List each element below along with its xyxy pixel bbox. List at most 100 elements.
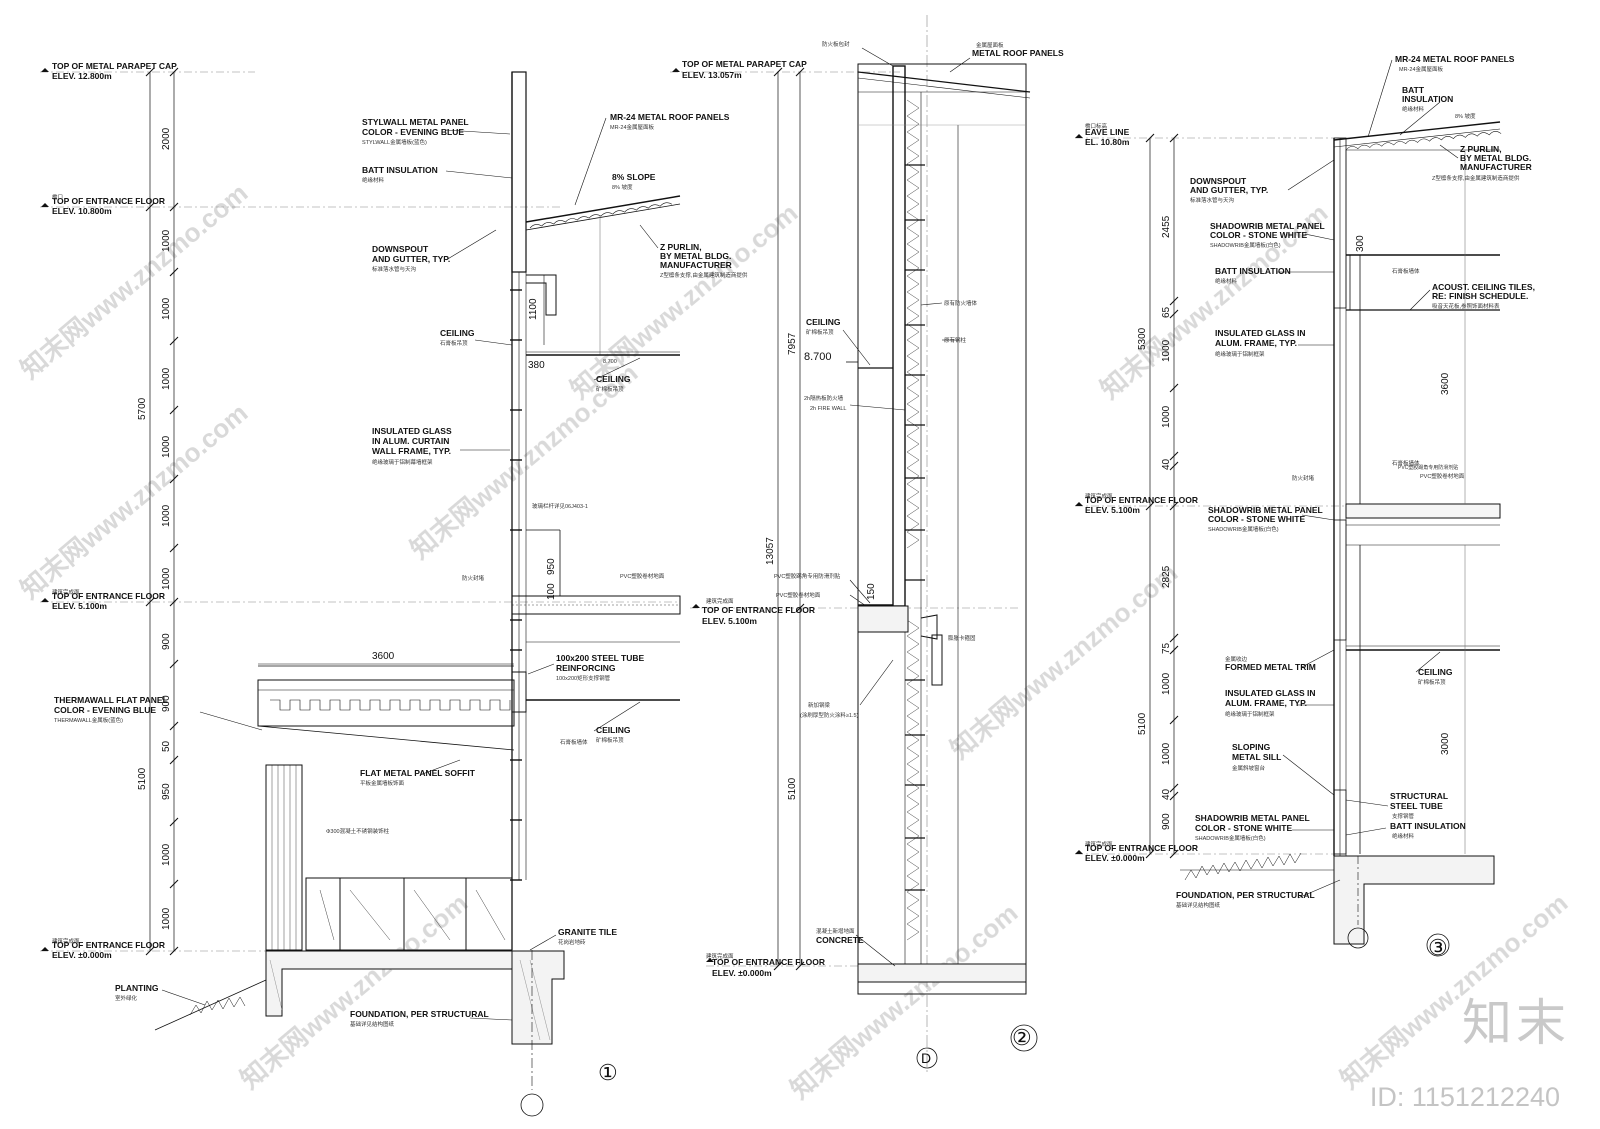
svg-text:绝缘材料: 绝缘材料 — [362, 176, 385, 184]
svg-text:矿棉板吊顶: 矿棉板吊顶 — [806, 328, 834, 336]
svg-text:STYLWALL METAL PANEL: STYLWALL METAL PANEL — [362, 117, 469, 127]
svg-text:②: ② — [1012, 1025, 1032, 1050]
svg-text:ELEV. ±0.000m: ELEV. ±0.000m — [712, 968, 772, 978]
svg-text:BY METAL BLDG.: BY METAL BLDG. — [660, 251, 731, 261]
svg-text:绝缘玻璃于铝制框架: 绝缘玻璃于铝制框架 — [1215, 350, 1265, 358]
svg-text:绝缘玻璃于铝制框架: 绝缘玻璃于铝制框架 — [1225, 710, 1275, 718]
image-id-watermark: ID: 1151212240 — [1369, 1082, 1560, 1112]
svg-text:MR-24金属屋面板: MR-24金属屋面板 — [610, 123, 655, 131]
svg-text:COLOR - STONE WHITE: COLOR - STONE WHITE — [1210, 230, 1307, 240]
svg-text:GRANITE TILE: GRANITE TILE — [558, 927, 617, 937]
svg-text:SLOPING: SLOPING — [1232, 742, 1271, 752]
svg-text:建筑完成面: 建筑完成面 — [1085, 840, 1113, 848]
svg-text:DOWNSPOUT: DOWNSPOUT — [372, 244, 429, 254]
svg-text:MR-24金属屋面板: MR-24金属屋面板 — [1399, 65, 1444, 73]
callouts-section-3: MR-24 METAL ROOF PANELS MR-24金属屋面板 BATT … — [1085, 54, 1535, 960]
svg-text:原有防火墙体: 原有防火墙体 — [944, 299, 978, 307]
svg-text:Z PURLIN,: Z PURLIN, — [1460, 144, 1502, 154]
svg-text:矿棉板吊顶: 矿棉板吊顶 — [1418, 678, 1446, 686]
svg-text:13057: 13057 — [765, 537, 776, 565]
svg-text:STEEL TUBE: STEEL TUBE — [1390, 801, 1443, 811]
svg-text:INSULATED GLASS IN: INSULATED GLASS IN — [1215, 328, 1306, 338]
svg-text:BATT INSULATION: BATT INSULATION — [1390, 821, 1466, 831]
svg-text:INSULATION: INSULATION — [1402, 94, 1453, 104]
svg-text:COLOR - EVENING BLUE: COLOR - EVENING BLUE — [362, 127, 464, 137]
svg-text:Z型檩条支撑,由金属建筑制造商提供: Z型檩条支撑,由金属建筑制造商提供 — [1432, 174, 1520, 182]
svg-text:SHADOWRIB METAL PANEL: SHADOWRIB METAL PANEL — [1208, 505, 1323, 515]
svg-text:300: 300 — [1355, 235, 1366, 252]
svg-text:INSULATED GLASS: INSULATED GLASS — [372, 426, 452, 436]
svg-text:100x200矩形支撑钢管: 100x200矩形支撑钢管 — [556, 674, 611, 682]
svg-text:150: 150 — [866, 583, 877, 600]
svg-text:花岗岩地砖: 花岗岩地砖 — [558, 938, 586, 946]
svg-text:3600: 3600 — [1440, 372, 1451, 395]
svg-text:COLOR - STONE WHITE: COLOR - STONE WHITE — [1195, 823, 1292, 833]
svg-text:1000: 1000 — [161, 567, 172, 590]
svg-text:1000: 1000 — [1161, 339, 1172, 362]
svg-text:5300: 5300 — [1137, 327, 1148, 350]
svg-text:MANUFACTURER: MANUFACTURER — [1460, 162, 1532, 172]
svg-text:MANUFACTURER: MANUFACTURER — [660, 260, 732, 270]
callouts-section-1: STYLWALL METAL PANEL COLOR - EVENING BLU… — [52, 112, 748, 1085]
svg-text:玻璃栏杆详见06J403-1: 玻璃栏杆详见06J403-1 — [532, 502, 588, 510]
svg-text:65: 65 — [1161, 306, 1172, 318]
svg-text:CEILING: CEILING — [806, 317, 841, 327]
svg-text:AND GUTTER, TYP.: AND GUTTER, TYP. — [1190, 185, 1268, 195]
svg-text:REINFORCING: REINFORCING — [556, 663, 616, 673]
svg-text:建筑完成面: 建筑完成面 — [706, 597, 734, 605]
svg-text:标准落水管与天沟: 标准落水管与天沟 — [1190, 196, 1235, 204]
svg-text:CEILING: CEILING — [596, 725, 631, 735]
svg-text:BY METAL BLDG.: BY METAL BLDG. — [1460, 153, 1531, 163]
svg-text:3600: 3600 — [372, 651, 395, 662]
svg-text:SHADOWRIB金属墙板(白色): SHADOWRIB金属墙板(白色) — [1208, 525, 1279, 533]
svg-text:支撑钢管: 支撑钢管 — [1392, 812, 1415, 820]
svg-text:TOP OF ENTRANCE FLOOR: TOP OF ENTRANCE FLOOR — [1085, 843, 1198, 853]
svg-text:IN ALUM. CURTAIN: IN ALUM. CURTAIN — [372, 436, 449, 446]
svg-text:①: ① — [598, 1060, 618, 1085]
svg-text:1000: 1000 — [161, 907, 172, 930]
svg-text:3000: 3000 — [1440, 732, 1451, 755]
svg-text:PVC塑胶踢角专用防滑剂贴: PVC塑胶踢角专用防滑剂贴 — [774, 572, 841, 580]
watermark-text: 知末网www.znzmo.com — [15, 397, 254, 604]
svg-text:THERMAWALL金属板(蓝色): THERMAWALL金属板(蓝色) — [54, 716, 123, 724]
svg-text:1000: 1000 — [161, 843, 172, 866]
svg-text:2000: 2000 — [161, 127, 172, 150]
svg-text:5700: 5700 — [137, 397, 148, 420]
svg-text:1000: 1000 — [161, 504, 172, 527]
svg-text:檐口标高: 檐口标高 — [1085, 122, 1108, 130]
svg-text:EL. 10.80m: EL. 10.80m — [1085, 137, 1130, 147]
svg-text:建筑完成面: 建筑完成面 — [706, 952, 734, 960]
svg-text:50: 50 — [161, 740, 172, 752]
svg-text:石膏板吊顶: 石膏板吊顶 — [440, 339, 468, 347]
svg-text:ACOUST. CEILING TILES,: ACOUST. CEILING TILES, — [1432, 282, 1535, 292]
svg-text:Z PURLIN,: Z PURLIN, — [660, 242, 702, 252]
svg-text:380: 380 — [528, 360, 545, 371]
svg-text:SHADOWRIB METAL PANEL: SHADOWRIB METAL PANEL — [1210, 221, 1325, 231]
svg-text:8% 坡度: 8% 坡度 — [1455, 112, 1476, 120]
svg-text:绝缘材料: 绝缘材料 — [1402, 105, 1425, 113]
svg-text:8.700: 8.700 — [804, 351, 832, 363]
svg-text:1000: 1000 — [1161, 672, 1172, 695]
svg-text:1000: 1000 — [161, 435, 172, 458]
svg-text:RE: FINISH SCHEDULE.: RE: FINISH SCHEDULE. — [1432, 291, 1528, 301]
svg-text:绝缘玻璃于铝制幕墙框架: 绝缘玻璃于铝制幕墙框架 — [372, 458, 433, 466]
svg-text:TOP OF ENTRANCE FLOOR: TOP OF ENTRANCE FLOOR — [52, 940, 165, 950]
svg-text:防火板包封: 防火板包封 — [822, 40, 850, 48]
svg-text:PVC塑胶卷材地面: PVC塑胶卷材地面 — [776, 591, 821, 599]
svg-text:建筑完成面: 建筑完成面 — [52, 937, 80, 945]
brand-watermark: 知末 — [1462, 995, 1570, 1051]
svg-text:吸音天花板,参照饰面材料表: 吸音天花板,参照饰面材料表 — [1432, 302, 1500, 310]
svg-text:矿棉板吊顶: 矿棉板吊顶 — [596, 736, 624, 744]
svg-text:THERMAWALL FLAT PANEL: THERMAWALL FLAT PANEL — [54, 695, 168, 705]
svg-text:矿棉板吊顶: 矿棉板吊顶 — [596, 385, 624, 393]
svg-text:石膏板墙体: 石膏板墙体 — [1392, 459, 1420, 467]
svg-text:1000: 1000 — [161, 297, 172, 320]
svg-text:防火封堵: 防火封堵 — [462, 574, 485, 582]
svg-text:1000: 1000 — [161, 229, 172, 252]
svg-text:CONCRETE: CONCRETE — [816, 935, 864, 945]
wall-section-1 — [154, 71, 681, 1117]
